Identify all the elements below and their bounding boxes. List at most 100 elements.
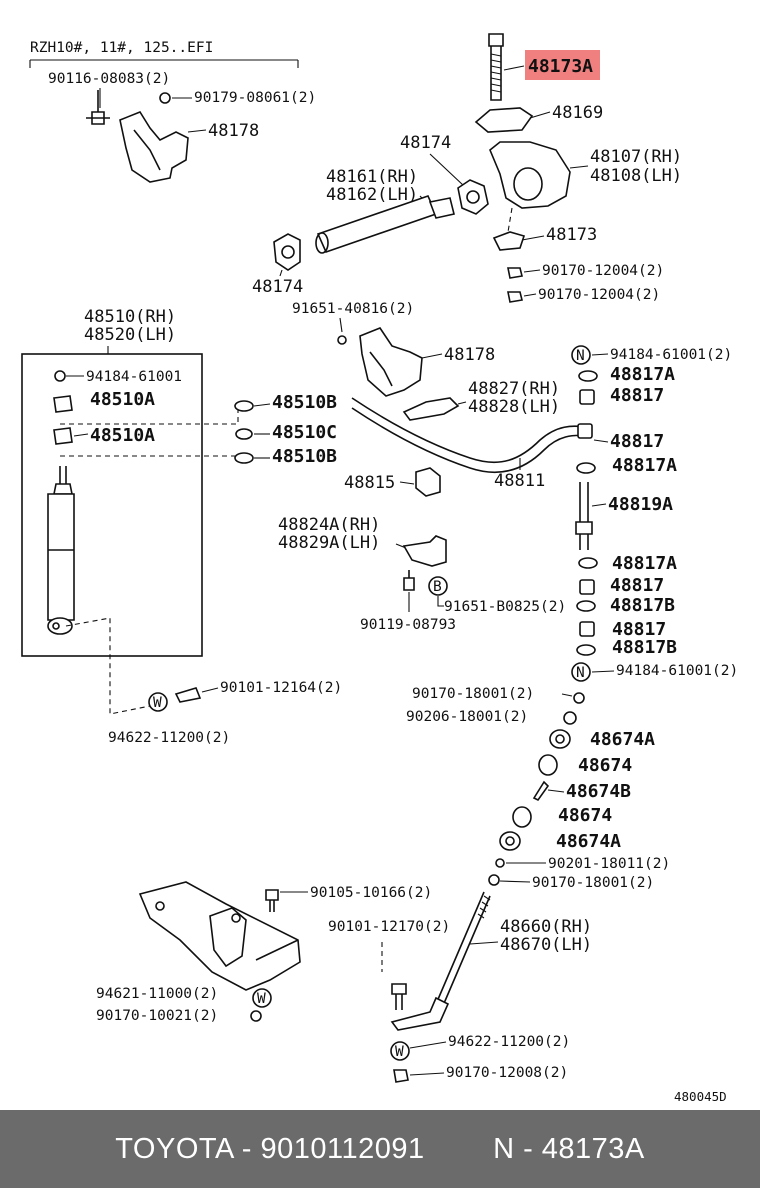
label-48178-mid[interactable]: 48178: [444, 345, 495, 365]
label-48827[interactable]: 48827(RH): [468, 379, 560, 399]
label-90116[interactable]: 90116-08083(2): [48, 71, 170, 87]
label-48108[interactable]: 48108(LH): [590, 166, 682, 186]
shock-box: [21, 353, 203, 657]
label-48674A-a[interactable]: 48674A: [590, 729, 655, 750]
leader: [409, 1041, 447, 1049]
leader: [591, 670, 615, 673]
mark-B-circle: [428, 576, 448, 596]
label-48815[interactable]: 48815: [344, 473, 395, 493]
label-48173[interactable]: 48173: [546, 225, 597, 245]
label-48178-top[interactable]: 48178: [208, 121, 259, 141]
collar-48674B: [532, 780, 550, 802]
cushion-48817-d: [579, 621, 595, 637]
label-48674A-b[interactable]: 48674A: [556, 831, 621, 852]
cushion-48510A-b: [53, 427, 73, 445]
label-48674-a[interactable]: 48674: [578, 755, 632, 776]
label-90105[interactable]: 90105-10166(2): [310, 885, 432, 901]
bolt-48173A: [488, 33, 504, 101]
label-48107[interactable]: 48107(RH): [590, 147, 682, 167]
label-48817-b[interactable]: 48817: [610, 431, 664, 452]
label-48510C[interactable]: 48510C: [272, 422, 337, 443]
label-48817B-b[interactable]: 48817B: [612, 637, 677, 658]
bolt-90105: [265, 889, 279, 912]
label-91651-a[interactable]: 91651-40816(2): [292, 301, 414, 317]
washer-W2: [252, 988, 272, 1008]
label-94622-a[interactable]: 94622-11200(2): [108, 730, 230, 746]
label-48811[interactable]: 48811: [494, 471, 545, 491]
label-90119[interactable]: 90119-08793: [360, 617, 456, 633]
label-90101-a[interactable]: 90101-12164(2): [220, 680, 342, 696]
nut-94184: [54, 370, 66, 382]
label-48824A[interactable]: 48824A(RH): [278, 515, 380, 535]
header-bracket: [29, 59, 299, 68]
label-94622-b[interactable]: 94622-11200(2): [448, 1034, 570, 1050]
label-48670[interactable]: 48670(LH): [500, 935, 592, 955]
label-48674-b[interactable]: 48674: [558, 805, 612, 826]
bolt-90116: [86, 90, 110, 125]
label-90179[interactable]: 90179-08061(2): [194, 90, 316, 106]
label-48510[interactable]: 48510(RH): [84, 307, 176, 327]
label-90201[interactable]: 90201-18011(2): [548, 856, 670, 872]
label-94184-a[interactable]: 94184-61001: [86, 369, 182, 385]
parts-diagram: RZH10#, 11#, 125..EFI 90116-08083(2) 901…: [21, 33, 738, 1104]
label-48520[interactable]: 48520(LH): [84, 325, 176, 345]
link-48819A: [575, 482, 593, 550]
label-94621[interactable]: 94621-11000(2): [96, 986, 218, 1002]
label-48817-d[interactable]: 48817: [612, 619, 666, 640]
label-48510B-a[interactable]: 48510B: [272, 392, 337, 413]
bracket-48178-mid: [359, 327, 423, 397]
label-48674B[interactable]: 48674B: [566, 781, 631, 802]
bushing-48107: [489, 141, 571, 209]
footer-brand-part: TOYOTA - 9010112091: [115, 1132, 425, 1165]
leader: [73, 433, 89, 437]
label-48173A[interactable]: 48173A: [528, 56, 593, 77]
label-48817-c[interactable]: 48817: [610, 575, 664, 596]
leader: [201, 687, 219, 693]
label-48817B-a[interactable]: 48817B: [610, 595, 675, 616]
label-48161[interactable]: 48161(RH): [326, 167, 418, 187]
label-48819A[interactable]: 48819A: [608, 494, 673, 515]
mark-B: B: [433, 579, 442, 595]
leader: [593, 439, 609, 443]
label-48817A-a[interactable]: 48817A: [610, 364, 675, 385]
nut-N1: [571, 345, 591, 365]
spacer-48173: [492, 231, 526, 251]
label-48828[interactable]: 48828(LH): [468, 397, 560, 417]
bracket-48827: [402, 397, 460, 421]
leader: [591, 353, 609, 356]
label-48817-a[interactable]: 48817: [610, 385, 664, 406]
model-note: RZH10#, 11#, 125..EFI: [30, 40, 213, 56]
leader: [421, 353, 443, 359]
label-48174-low[interactable]: 48174: [252, 277, 303, 297]
label-90170-f[interactable]: 90170-12008(2): [446, 1065, 568, 1081]
leader: [523, 293, 537, 297]
label-90170-e[interactable]: 90170-10021(2): [96, 1008, 218, 1024]
label-48510A-a[interactable]: 48510A: [90, 389, 155, 410]
label-90170-b[interactable]: 90170-12004(2): [538, 287, 660, 303]
label-48817A-c[interactable]: 48817A: [612, 553, 677, 574]
washer-90206: [563, 711, 577, 725]
label-90101-b[interactable]: 90101-12170(2): [328, 919, 450, 935]
label-90206[interactable]: 90206-18001(2): [406, 709, 528, 725]
label-48174-top[interactable]: 48174: [400, 133, 451, 153]
label-48829A[interactable]: 48829A(LH): [278, 533, 380, 553]
label-94184-c[interactable]: 94184-61001(2): [616, 663, 738, 679]
label-90170-c[interactable]: 90170-18001(2): [412, 686, 534, 702]
leader: [561, 693, 573, 697]
label-90170-d[interactable]: 90170-18001(2): [532, 875, 654, 891]
label-91651-b[interactable]: 91651-B0825(2): [444, 599, 566, 615]
label-94184-b[interactable]: 94184-61001(2): [610, 347, 732, 363]
washer-48817A-b: [576, 462, 596, 474]
label-48660[interactable]: 48660(RH): [500, 917, 592, 937]
leader: [469, 941, 499, 945]
label-48169[interactable]: 48169: [552, 103, 603, 123]
label-48817A-b[interactable]: 48817A: [612, 455, 677, 476]
cushion-48510C: [235, 428, 253, 440]
dashed-line: [507, 207, 513, 233]
label-48510A-b[interactable]: 48510A: [90, 425, 155, 446]
label-48162[interactable]: 48162(LH): [326, 185, 418, 205]
nut-N2: [571, 662, 591, 682]
leader: [499, 880, 531, 883]
label-90170-a[interactable]: 90170-12004(2): [542, 263, 664, 279]
label-48510B-b[interactable]: 48510B: [272, 446, 337, 467]
